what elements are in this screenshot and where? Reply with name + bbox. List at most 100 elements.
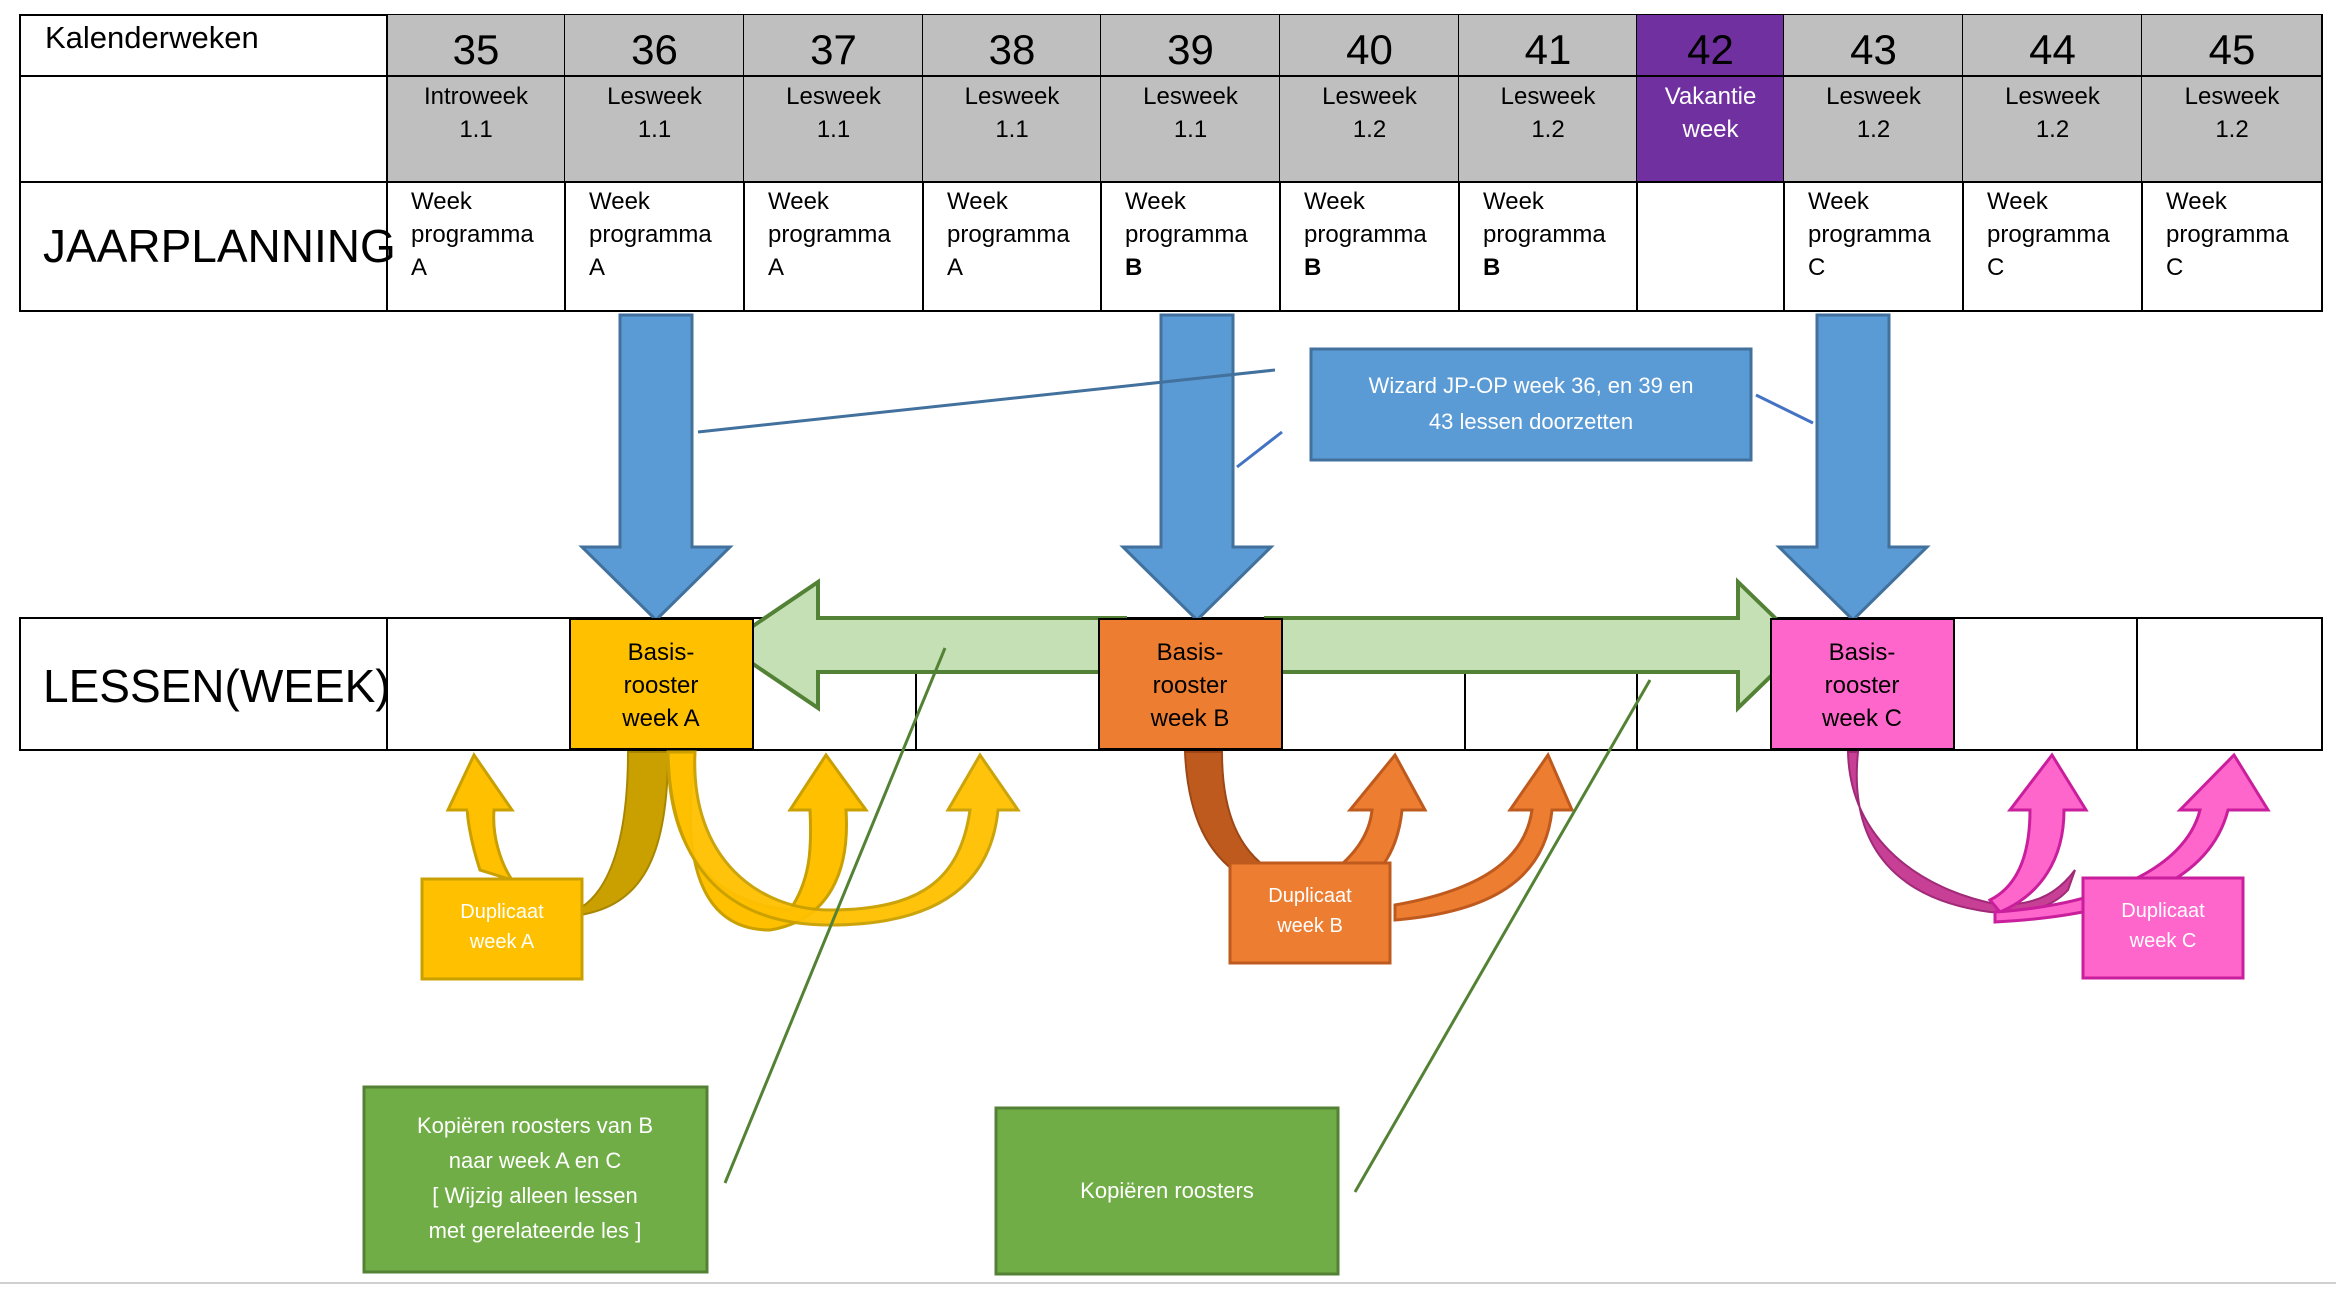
week-number-40: 40 [1346,26,1393,73]
duplicate-boxes: Duplicaat week A Duplicaat week B Duplic… [420,861,2245,981]
week-type-40-line-2: 1.2 [1353,116,1386,143]
basis-week-a-box [569,618,754,750]
basis-week-c: Basis- rooster week C [1770,618,1955,750]
connector-lines [697,368,1814,1193]
calendar-weeks-label: Kalenderweken [45,20,259,55]
week-program-35-line-2: programma [411,221,534,248]
basis-week-b-line-3: week B [1150,705,1230,732]
week-program-36-line-2: programma [589,221,712,248]
week-program-45-line-1: Week [2166,188,2228,215]
week-type-41-line-2: 1.2 [1531,116,1564,143]
week-header-bg-39 [1101,15,1280,182]
week-header-bg-45 [2142,15,2322,182]
duplicate-arrows-b [1183,751,1575,922]
week-type-43-line-1: Lesweek [1826,83,1922,110]
week-number-43: 43 [1850,26,1897,73]
week-program-37-line-1: Week [768,188,830,215]
week-number-39: 39 [1167,26,1214,73]
copy-bc-connector [723,647,947,1184]
week-header-bg-43 [1784,15,1963,182]
week-type-44-line-1: Lesweek [2005,83,2101,110]
week-program-41-line-1: Week [1483,188,1545,215]
blue-arrow-week-39 [1119,313,1275,623]
week-type-40-line-1: Lesweek [1322,83,1418,110]
basis-week-a-line-2: rooster [624,672,699,699]
week-program-35-line-1: Week [411,188,473,215]
basis-week-c-box [1770,618,1955,750]
copy-bc-callout-box [362,1085,709,1274]
week-type-37-line-1: Lesweek [786,83,882,110]
green-arrow-left [721,578,1127,712]
week-program-36-line-1: Week [589,188,651,215]
year-planning-table: 35Introweek1.1WeekprogrammaA36Lesweek1.1… [19,14,2323,312]
curved-arrow-b-body [1183,751,1273,877]
copy-bc-line-3: [ Wijzig alleen lessen [432,1183,637,1208]
week-type-42-line-1: Vakantie [1665,83,1757,110]
week-header-bg-35 [387,15,565,182]
week-program-40-line-2: programma [1304,221,1427,248]
week-program-44-line-3: C [1987,254,2004,281]
week-type-35-line-2: 1.1 [459,116,492,143]
week-program-40-line-3: B [1304,254,1321,281]
wizard-callout-line-1: Wizard JP-OP week 36, en 39 en [1369,373,1694,398]
week-type-39-line-1: Lesweek [1143,83,1239,110]
basis-week-c-line-3: week C [1821,705,1902,732]
week-header-bg-42 [1637,15,1784,182]
duplicate-week-a-box [420,877,584,981]
wizard-connector-39 [1236,430,1283,469]
week-type-39-line-2: 1.1 [1174,116,1207,143]
wizard-arrows [578,313,1931,623]
week-number-38: 38 [989,26,1036,73]
basis-week-c-line-1: Basis- [1829,639,1896,666]
week-type-42-line-2: week [1681,116,1739,143]
week-program-43-line-1: Week [1808,188,1870,215]
basis-week-b-box [1098,618,1283,750]
week-number-35: 35 [453,26,500,73]
wizard-callout: Wizard JP-OP week 36, en 39 en 43 lessen… [1309,347,1753,462]
week-number-42: 42 [1687,26,1734,73]
week-program-38-line-3: A [947,254,963,281]
basis-schedules: Basis- rooster week A Basis- rooster wee… [569,618,1955,750]
week-program-43-line-3: C [1808,254,1825,281]
copy-bc-line-1: Kopiëren roosters van B [417,1113,653,1138]
duplicate-week-c-box [2081,876,2245,980]
basis-week-a: Basis- rooster week A [569,618,754,750]
basis-week-c-line-2: rooster [1825,672,1900,699]
duplicate-week-c-line-1: Duplicaat [2121,900,2205,922]
week-program-40-line-1: Week [1304,188,1366,215]
week-header-bg-41 [1459,15,1637,182]
curved-arrow-c-body [1846,751,2076,914]
week-number-37: 37 [810,26,857,73]
week-type-45-line-2: 1.2 [2215,116,2248,143]
year-planning-label: JAARPLANNING [43,220,396,272]
copy-bc-line-2: naar week A en C [449,1148,622,1173]
week-header-bg-37 [744,15,923,182]
curved-arrow-a-right [666,750,1021,927]
copy-connector [1353,679,1652,1193]
week-program-44-line-2: programma [1987,221,2110,248]
curved-arrow-b-right [1393,751,1575,922]
week-type-43-line-2: 1.2 [1857,116,1890,143]
week-program-41-line-3: B [1483,254,1500,281]
wizard-callout-line-2: 43 lessen doorzetten [1429,409,1633,434]
week-type-38-line-1: Lesweek [965,83,1061,110]
week-header-bg-40 [1280,15,1459,182]
week-header-bg-38 [923,15,1101,182]
basis-week-a-line-1: Basis- [628,639,695,666]
week-number-36: 36 [631,26,678,73]
week-program-44-line-1: Week [1987,188,2049,215]
week-columns: 35Introweek1.1WeekprogrammaA36Lesweek1.1… [387,15,2323,311]
week-program-39-line-2: programma [1125,221,1248,248]
copy-callout-line-1: Kopiëren roosters [1080,1178,1254,1203]
week-program-45-line-2: programma [2166,221,2289,248]
blue-arrow-week-36 [578,313,734,623]
